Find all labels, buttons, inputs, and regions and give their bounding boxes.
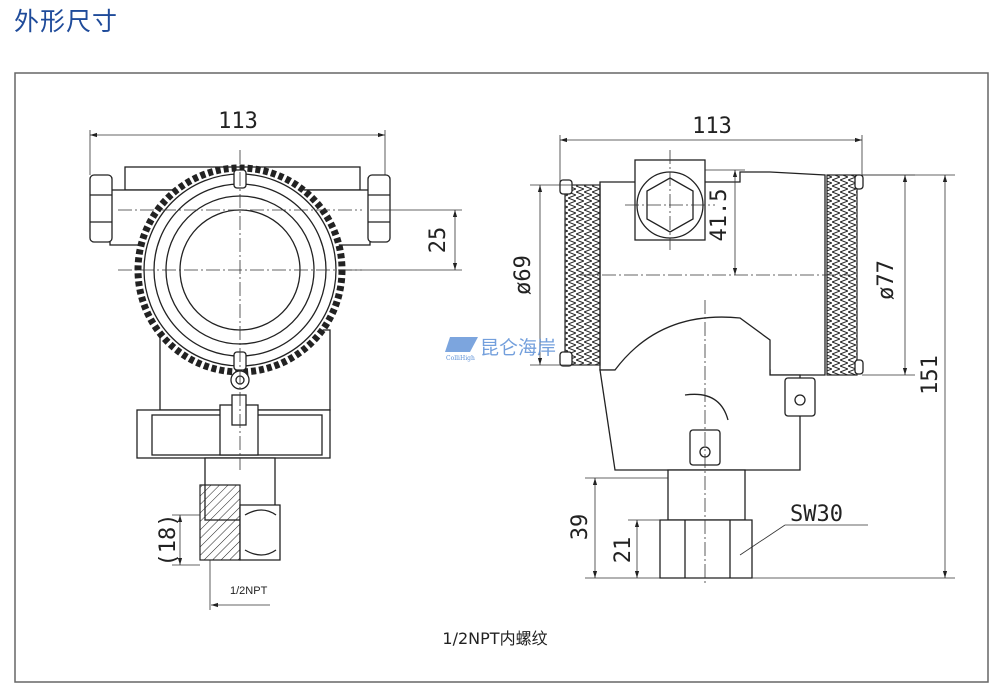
dim-nut-height: 21	[611, 537, 636, 564]
dim-wrench-size: SW30	[790, 502, 843, 527]
dim-port-height: 41.5	[707, 189, 732, 242]
side-view: 113 ø69 ø77 41.5 151	[511, 114, 955, 585]
dim-diameter-77: ø77	[874, 260, 899, 300]
drawing-frame	[14, 72, 989, 683]
watermark-logo: ColliHigh 昆仑海岸	[445, 337, 556, 362]
page-title: 外形尺寸	[14, 7, 119, 36]
dim-neck-height: 39	[568, 514, 593, 541]
front-view: 113 25 (18) 1/2NPT	[89, 109, 462, 610]
dim-front-width: 113	[218, 109, 258, 134]
dim-diameter-69: ø69	[511, 255, 536, 295]
thread-label: 1/2NPT	[230, 585, 268, 597]
dim-total-height: 151	[918, 355, 943, 395]
caption: 1/2NPT内螺纹	[442, 629, 547, 648]
watermark-text: 昆仑海岸	[480, 337, 556, 359]
dim-side-width: 113	[692, 114, 732, 139]
dim-offset: 25	[426, 227, 451, 254]
dim-thread-depth: (18)	[156, 514, 181, 567]
watermark-subtext: ColliHigh	[446, 355, 475, 362]
